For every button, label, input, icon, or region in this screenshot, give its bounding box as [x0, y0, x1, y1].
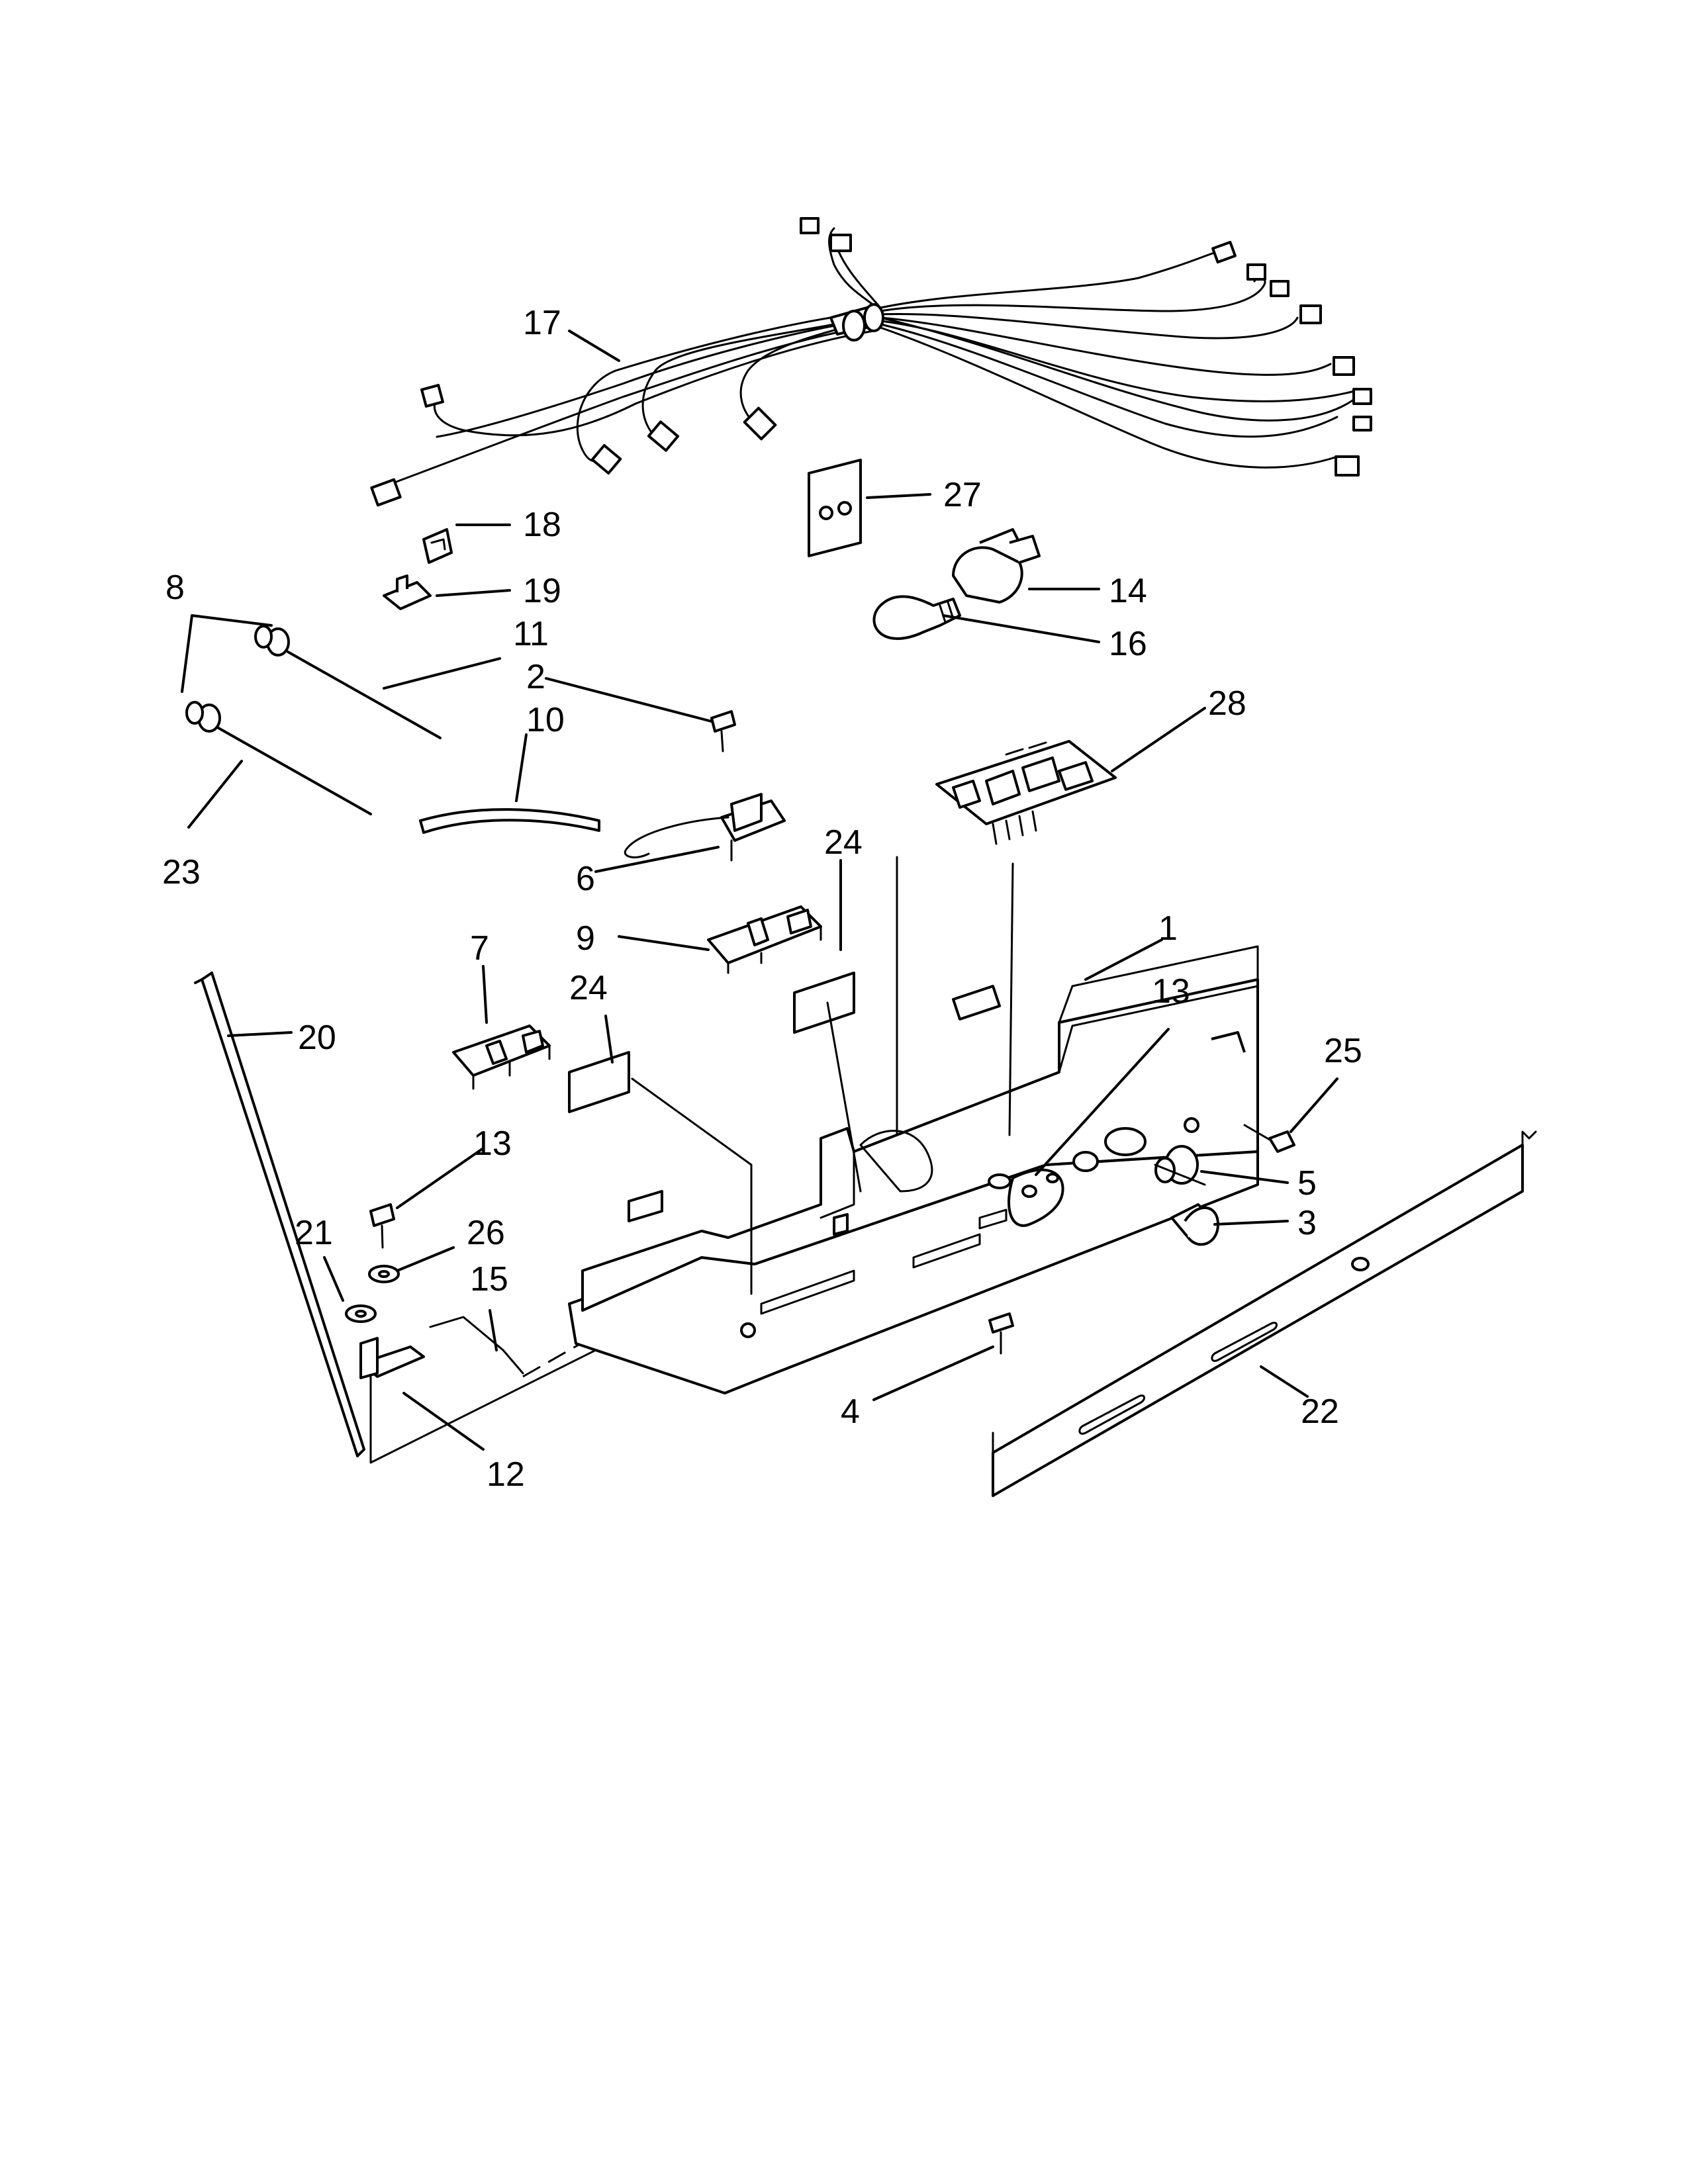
callout-23: 23	[162, 853, 201, 891]
leader-lines	[181, 330, 1338, 1464]
callout-22: 22	[1301, 1392, 1339, 1431]
socket-part	[952, 528, 1041, 604]
bulb-part	[872, 595, 961, 640]
screw-part	[710, 710, 736, 752]
switch-part	[624, 793, 786, 862]
bracket-7	[452, 1024, 551, 1090]
callout-16: 16	[1109, 625, 1147, 663]
callout-25: 25	[1324, 1032, 1362, 1070]
callout-26: 26	[467, 1214, 505, 1252]
callout-24a: 24	[824, 823, 863, 862]
callout-7: 7	[470, 929, 489, 968]
rod-20	[201, 972, 365, 1457]
bracket-9	[707, 905, 822, 974]
callout-5: 5	[1297, 1164, 1317, 1203]
label-sticker-24a	[793, 972, 855, 1034]
callout-1: 1	[1158, 909, 1178, 948]
control-board	[935, 740, 1117, 845]
callout-13a: 13	[1152, 972, 1190, 1011]
holder-part	[383, 574, 432, 610]
callout-13b: 13	[473, 1124, 512, 1163]
callout-15: 15	[470, 1260, 508, 1298]
plate-part	[808, 459, 862, 557]
small-parts	[988, 1124, 1295, 1355]
tube-part	[419, 808, 600, 834]
callout-10: 10	[526, 701, 565, 739]
callout-11: 11	[513, 615, 549, 653]
callout-3: 3	[1297, 1204, 1317, 1242]
label-sticker-24b	[568, 1051, 630, 1113]
hinge-assembly	[345, 1203, 425, 1379]
callout-12: 12	[487, 1455, 525, 1494]
callout-2: 2	[526, 658, 545, 696]
callout-8: 8	[165, 569, 185, 607]
callout-20: 20	[298, 1019, 336, 1057]
clip-part	[422, 528, 453, 564]
callout-28: 28	[1208, 684, 1246, 723]
callout-14: 14	[1109, 572, 1147, 610]
callout-labels: 17 18 19 27 14 16 8 11 2 10 23 6 28 24 9…	[162, 304, 1362, 1494]
plug-part	[185, 625, 290, 733]
wire-15	[429, 1316, 524, 1375]
callout-24b: 24	[569, 969, 608, 1007]
callout-18: 18	[523, 506, 561, 544]
callout-9: 9	[576, 919, 595, 958]
callout-17: 17	[523, 304, 561, 342]
rod-23	[217, 727, 372, 815]
rod-11	[287, 651, 442, 739]
callout-27: 27	[943, 476, 982, 514]
wire-harness	[370, 217, 1372, 507]
grille-strip	[992, 1130, 1537, 1497]
callout-21: 21	[295, 1214, 333, 1252]
callout-6: 6	[576, 860, 595, 898]
callout-19: 19	[523, 572, 561, 610]
callout-4: 4	[841, 1392, 860, 1431]
control-housing	[568, 945, 1259, 1394]
